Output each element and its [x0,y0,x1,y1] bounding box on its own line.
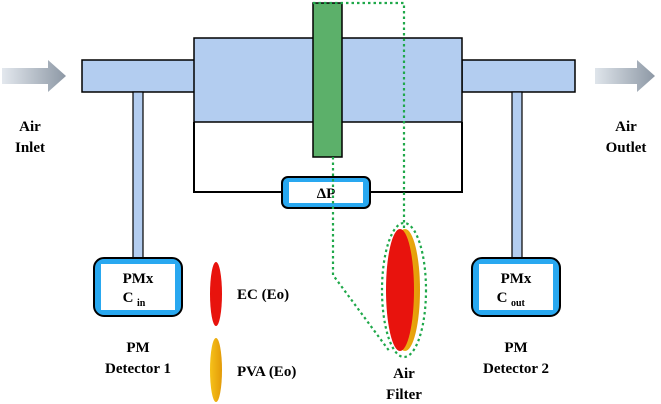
air-outlet-label-2: Outlet [606,140,647,156]
inlet-duct [81,59,196,93]
pressure-tubing [193,122,463,193]
inlet-arrow-icon [2,60,66,92]
zoom-indicator-ellipse [380,221,428,359]
delta-p-inner [289,182,363,203]
air-outlet-label-1: Air [615,119,637,135]
detector2-tube [511,91,523,259]
zoom-indicator-lines [313,1,406,353]
detector1-caption-2: Detector 1 [105,361,171,377]
detector1-tube [132,91,144,259]
detector2-box-sub: out [511,298,526,309]
delta-p-label: ΔP [317,186,336,202]
legend-pva-swatch [210,338,222,402]
detector2-box-c: C [497,290,508,306]
filter-ec-layer [386,229,414,351]
air-filter-caption-1: Air [393,366,415,382]
detector2-caption-2: Detector 2 [483,361,549,377]
air-inlet-label-1: Air [19,119,41,135]
outlet-arrow-icon [595,60,655,92]
detector1-box-inner [101,264,175,310]
legend-pva-label: PVA (Eo) [237,364,296,380]
detector1-box-line1: PMx [123,271,154,287]
detector1-caption-1: PM [126,340,149,356]
legend-ec-label: EC (Eo) [237,287,289,303]
detector1-box-sub: in [137,298,146,309]
detector2-box-inner [479,264,553,310]
air-filter-slab [312,2,343,158]
air-filter-caption-2: Filter [386,387,422,403]
legend-ec-swatch [210,262,222,326]
detector2-box-line1: PMx [501,271,532,287]
detector1-box-c: C [123,290,134,306]
air-inlet-label-2: Inlet [15,140,45,156]
outlet-duct [461,59,576,93]
detector2-caption-1: PM [504,340,527,356]
